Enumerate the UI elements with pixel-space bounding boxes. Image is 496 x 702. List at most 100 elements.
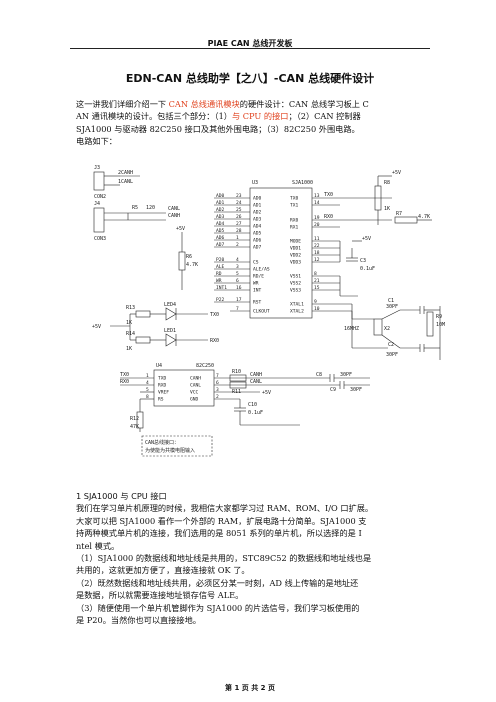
j4-pin-label: CANL <box>168 206 180 212</box>
intro-text: SJA1000 与驱动器 82C250 接口及其他外围电路；（3）82C250 … <box>76 123 360 134</box>
c2-label: C2 <box>388 342 394 348</box>
u4-pin-number: 3 <box>216 387 219 393</box>
r11-label: R11 <box>232 389 241 395</box>
page-header: PIAE CAN 总线开发板 <box>207 39 293 48</box>
paragraph-line: （3）随便使用一个单片机管脚作为 SJA1000 的片选信号，我们学习板使用的 <box>76 602 360 613</box>
u4-pin-name: RS <box>158 397 164 403</box>
r14-value: 1K <box>126 346 132 352</box>
u3-ext-pin: P22 <box>216 297 225 303</box>
rx0-led-net: RX0 <box>210 338 219 344</box>
j3-connector: CON2 <box>94 194 106 200</box>
c8-label: C8 <box>316 372 322 378</box>
u3-ext-pin: AD4 <box>216 221 225 227</box>
r7-value: 4.7K <box>418 214 430 220</box>
u3-pin-number: 18 <box>314 250 320 256</box>
u3-ext-pin: AD0 <box>216 193 225 199</box>
j3-pin-label: 1CANL <box>118 179 133 185</box>
u3-pin-name: XTAL2 <box>290 309 304 315</box>
u4-pin-number: 7 <box>216 373 219 379</box>
r9-label: R9 <box>436 314 442 320</box>
page-footer: 第 1 页 共 2 页 <box>225 684 275 692</box>
u3-pin-number: 4 <box>236 257 239 263</box>
paragraph-line: 持两种模式单片机的连接，我们选用的是 8051 系列的单片机，所以选择的是 I <box>76 528 362 539</box>
u3-pin-number: 14 <box>314 200 320 206</box>
u4-pin-name: RXD <box>158 383 167 389</box>
u3-pin-number: 1 <box>236 235 239 241</box>
j4-label: J4 <box>94 201 100 207</box>
u3-pin-number: 21 <box>314 278 320 284</box>
u3-pin-number: 24 <box>236 200 242 206</box>
u3-ext-pin: AD5 <box>216 228 225 234</box>
led1-label: LED1 <box>164 328 176 334</box>
j3-label: J3 <box>94 165 100 171</box>
u3-pin-name: RD/E <box>253 274 264 280</box>
u3-label: U3 <box>252 180 258 186</box>
paragraph-line: ntel 模式。 <box>76 540 120 551</box>
u3-pin-name: ALE/AS <box>253 267 270 273</box>
u3-pin-name: AD0 <box>253 196 262 202</box>
r8-value: 1K <box>384 206 390 212</box>
u3-pin-number: 16 <box>236 285 242 291</box>
vcc-label: +5V <box>92 324 101 330</box>
u3-pin-name: TX1 <box>290 203 299 209</box>
u4-label: U4 <box>156 363 162 369</box>
u3-pin-name: RX1 <box>290 225 299 231</box>
x2-value: 16MHZ <box>344 326 359 332</box>
vcc-label: +5V <box>392 170 401 176</box>
body-section: 1 SJA1000 与 CPU 接口 我们在学习单片机原理的时候，我相信大家都学… <box>76 490 436 626</box>
u3-pin-number: 12 <box>314 257 320 263</box>
c9-label: C9 <box>330 387 336 393</box>
r12-value: 47K <box>130 424 139 430</box>
c10-value: 0.1uF <box>248 410 263 416</box>
u4-pin-number: 1 <box>146 373 149 379</box>
u3-pin-number: 28 <box>236 228 242 234</box>
schematic-note: 为使能为共模电阻输入 <box>145 447 195 454</box>
c3-value: 0.1uF <box>360 266 375 272</box>
r7-label: R7 <box>396 211 402 217</box>
u3-pin-number: 9 <box>314 299 317 305</box>
c9-value: 30PF <box>350 387 362 393</box>
paragraph-line: 大家可以把 SJA1000 看作一个外部的 RAM，扩展电路十分简单。SJA10… <box>76 515 367 526</box>
r6-label: R6 <box>186 254 192 260</box>
u3-ext-pin: AD1 <box>216 200 225 206</box>
r5-label: R5 <box>132 205 138 211</box>
c3-label: C3 <box>360 258 366 264</box>
u3-pin-number: 2 <box>236 242 239 248</box>
intro-highlight: 与 CPU 的接口 <box>231 111 289 122</box>
u3-pin-name: CS <box>253 260 259 266</box>
intro-text: 这一讲我们详细介绍一下 <box>76 99 169 109</box>
u3-ext-pin: WR <box>216 278 222 284</box>
u4-pin-name: CANL <box>190 383 201 389</box>
tx0-led-net: TX0 <box>210 312 219 318</box>
x2-label: X2 <box>384 326 390 332</box>
canh-net: CANH <box>250 372 262 378</box>
intro-text: ；（2）CAN 控制器 <box>288 111 361 122</box>
r12-label: R12 <box>130 416 139 422</box>
u4-pin-number: 2 <box>216 394 219 400</box>
u3-pin-number: 26 <box>236 214 242 220</box>
u3-pin-number: 27 <box>236 221 242 227</box>
u3-pin-number: 11 <box>314 236 320 242</box>
r13-label: R13 <box>126 305 135 311</box>
u3-pin-name: RX0 <box>290 218 299 224</box>
u4-part: 82C250 <box>196 363 214 369</box>
c1-label: C1 <box>388 298 394 304</box>
u4-pin-number: 6 <box>216 380 219 386</box>
intro-text: AN 通讯模块的设计。包括三个部分：（1） <box>76 111 232 122</box>
j4-connector: CON3 <box>94 236 106 242</box>
u3-pin-name: VSS3 <box>290 288 301 294</box>
u3-pin-number: 13 <box>314 193 320 199</box>
j3-pin-label: 2CANH <box>118 170 133 176</box>
intro-text: 电路如下： <box>76 136 117 147</box>
r13-value: 1K <box>126 320 132 326</box>
u3-ext-pin: P20 <box>216 257 225 263</box>
u3-pin-number: 10 <box>314 306 320 312</box>
c1-value: 30PF <box>386 304 398 310</box>
r5-value: 120 <box>146 205 155 211</box>
u4-pin-number: 5 <box>146 387 149 393</box>
u3-ext-pin: RD <box>216 271 222 277</box>
paragraph-line: （1）SJA1000 的数据线和地址线是共用的，STC89C52 的数据线和地址… <box>76 553 372 564</box>
u3-pin-name: VDD1 <box>290 246 301 252</box>
u3-pin-name: VDD3 <box>290 260 301 266</box>
intro-link[interactable]: CAN 总线通讯模块 <box>168 99 240 109</box>
